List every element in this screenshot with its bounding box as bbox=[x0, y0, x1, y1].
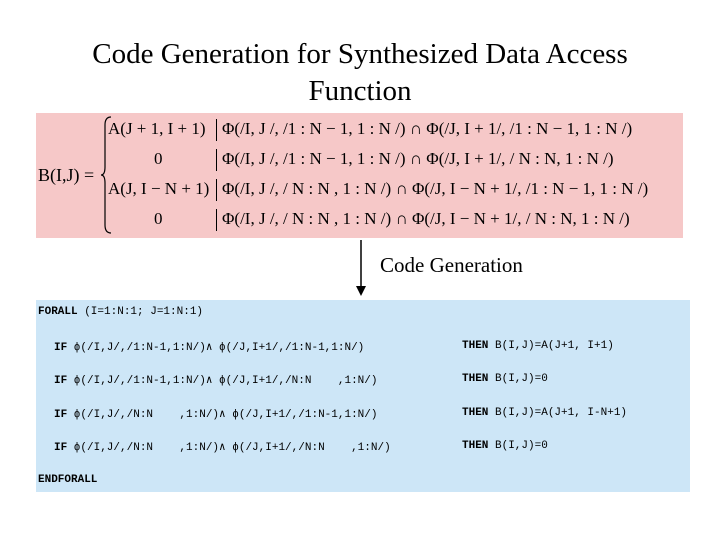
code-line-4: IF ϕ(/I,J/,/N:N ,1:N/)∧ ϕ(/J,I+1/,/N:N ,… bbox=[54, 440, 391, 454]
statement-2: B(I,J)=0 bbox=[488, 373, 548, 385]
row-1-divider bbox=[216, 119, 217, 141]
row-2-value: 0 bbox=[154, 149, 163, 168]
row-1-value: A(J + 1, I + 1) bbox=[108, 119, 206, 138]
then-keyword-2: THEN bbox=[462, 373, 489, 385]
code-line-2: IF ϕ(/I,J/,/1:N-1,1:N/)∧ ϕ(/J,I+1/,/N:N … bbox=[54, 373, 377, 387]
condition-2: ϕ(/I,J/,/1:N-1,1:N/)∧ ϕ(/J,I+1/,/N:N ,1:… bbox=[67, 375, 378, 387]
then-clause-4: THEN B(I,J)=0 bbox=[462, 440, 548, 452]
statement-1: B(I,J)=A(J+1, I+1) bbox=[488, 340, 614, 352]
if-keyword-4: IF bbox=[54, 442, 68, 454]
row-4-divider bbox=[216, 209, 217, 231]
then-clause-1: THEN B(I,J)=A(J+1, I+1) bbox=[462, 340, 614, 352]
condition-1: ϕ(/I,J/,/1:N-1,1:N/)∧ ϕ(/J,I+1/,/1:N-1,1… bbox=[67, 342, 365, 354]
row-2-divider bbox=[216, 149, 217, 171]
then-keyword-3: THEN bbox=[462, 407, 489, 419]
if-keyword-3: IF bbox=[54, 409, 68, 421]
row-3-divider bbox=[216, 179, 217, 201]
forall-line: FORALL (I=1:N:1; J=1:N:1) bbox=[38, 306, 203, 318]
row-3-condition: Φ(/I, J /, / N : N , 1 : N /) ∩ Φ(/J, I … bbox=[222, 179, 649, 198]
title-line-2: Function bbox=[308, 75, 412, 107]
left-brace-icon bbox=[100, 116, 112, 234]
forall-args: (I=1:N:1; J=1:N:1) bbox=[77, 306, 204, 318]
forall-keyword: FORALL bbox=[38, 306, 78, 318]
code-line-3: IF ϕ(/I,J/,/N:N ,1:N/)∧ ϕ(/J,I+1/,/1:N-1… bbox=[54, 407, 377, 421]
code-generation-label: Code Generation bbox=[380, 253, 523, 277]
row-2-condition: Φ(/I, J /, /1 : N − 1, 1 : N /) ∩ Φ(/J, … bbox=[222, 149, 614, 168]
then-keyword-4: THEN bbox=[462, 440, 489, 452]
row-1-condition: Φ(/I, J /, /1 : N − 1, 1 : N /) ∩ Φ(/J, … bbox=[222, 119, 633, 138]
row-4-condition: Φ(/I, J /, / N : N , 1 : N /) ∩ Φ(/J, I … bbox=[222, 209, 630, 228]
down-arrow-icon bbox=[356, 240, 366, 296]
row-3-value: A(J, I − N + 1) bbox=[108, 179, 210, 198]
if-keyword-1: IF bbox=[54, 342, 68, 354]
code-line-1: IF ϕ(/I,J/,/1:N-1,1:N/)∧ ϕ(/J,I+1/,/1:N-… bbox=[54, 340, 364, 354]
condition-3: ϕ(/I,J/,/N:N ,1:N/)∧ ϕ(/J,I+1/,/1:N-1,1:… bbox=[67, 409, 378, 421]
title-line-1: Code Generation for Synthesized Data Acc… bbox=[92, 38, 628, 70]
if-keyword-2: IF bbox=[54, 375, 68, 387]
statement-3: B(I,J)=A(J+1, I-N+1) bbox=[488, 407, 628, 419]
then-clause-3: THEN B(I,J)=A(J+1, I-N+1) bbox=[462, 407, 627, 419]
statement-4: B(I,J)=0 bbox=[488, 440, 548, 452]
equation-panel: B(I,J) = A(J + 1, I + 1) Φ(/I, J /, /1 :… bbox=[36, 113, 683, 238]
then-keyword-1: THEN bbox=[462, 340, 489, 352]
code-panel: FORALL (I=1:N:1; J=1:N:1) IF ϕ(/I,J/,/1:… bbox=[36, 300, 690, 492]
endforall-keyword: ENDFORALL bbox=[38, 474, 98, 486]
condition-4: ϕ(/I,J/,/N:N ,1:N/)∧ ϕ(/J,I+1/,/N:N ,1:N… bbox=[67, 442, 391, 454]
row-4-value: 0 bbox=[154, 209, 163, 228]
equation-lhs: B(I,J) = bbox=[38, 165, 95, 185]
slide-title: Code Generation for Synthesized Data Acc… bbox=[20, 36, 700, 110]
then-clause-2: THEN B(I,J)=0 bbox=[462, 373, 548, 385]
